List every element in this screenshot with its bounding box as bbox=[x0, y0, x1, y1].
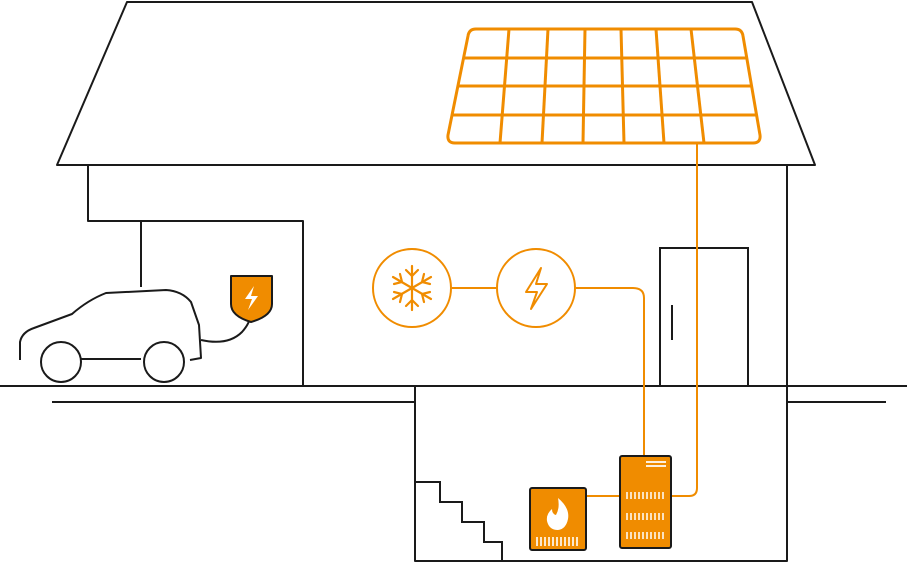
electricity-node bbox=[496, 248, 576, 328]
house-walls bbox=[87, 165, 304, 386]
snowflake-icon bbox=[391, 264, 433, 312]
solar-panel-icon bbox=[446, 27, 762, 145]
wire-solar-to-battery bbox=[671, 143, 698, 497]
car-icon bbox=[19, 289, 202, 383]
battery-storage-icon bbox=[619, 455, 672, 549]
car-front-wheel bbox=[143, 341, 185, 383]
stairs-icon bbox=[415, 481, 503, 561]
energy-wiring bbox=[452, 143, 698, 497]
battery-vent-3 bbox=[626, 532, 664, 539]
lightning-bolt-icon bbox=[245, 286, 258, 310]
heater-unit bbox=[529, 487, 587, 551]
wire-power-to-battery bbox=[576, 287, 645, 456]
roof bbox=[56, 1, 816, 166]
door-icon bbox=[659, 247, 749, 387]
battery-vent-1 bbox=[626, 492, 664, 499]
wall-charger-icon bbox=[230, 275, 273, 323]
lightning-bolt-icon bbox=[525, 267, 548, 310]
flame-icon bbox=[546, 498, 569, 530]
heater-grille bbox=[536, 537, 578, 546]
basement bbox=[414, 386, 788, 562]
car-rear-wheel bbox=[40, 341, 82, 383]
cooling-node bbox=[372, 248, 452, 328]
battery-vent-2 bbox=[626, 513, 664, 520]
